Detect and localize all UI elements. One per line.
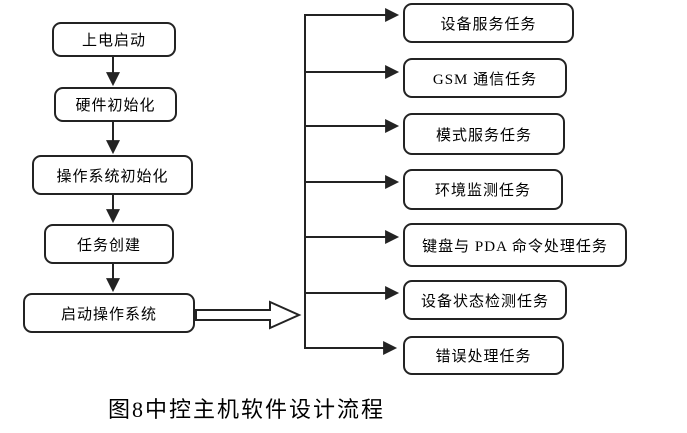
- figure-caption: 图8中控主机软件设计流程: [108, 397, 386, 422]
- flow-box-hardware-init: 硬件初始化: [54, 87, 177, 122]
- block-arrow: [195, 300, 302, 330]
- task-box-device-service: 设备服务任务: [403, 3, 574, 43]
- task-box-env-monitor: 环境监测任务: [403, 169, 563, 210]
- task-box-mode-service: 模式服务任务: [403, 113, 565, 155]
- task-box-device-status: 设备状态检测任务: [403, 280, 567, 320]
- flow-box-os-init: 操作系统初始化: [32, 155, 193, 195]
- flow-box-power-on-start: 上电启动: [52, 22, 176, 57]
- flow-box-start-os: 启动操作系统: [23, 293, 195, 333]
- flow-box-task-create: 任务创建: [44, 224, 174, 264]
- task-box-gsm-comm: GSM 通信任务: [403, 58, 567, 98]
- task-box-error-handling: 错误处理任务: [403, 336, 564, 375]
- task-box-keyboard-pda: 键盘与 PDA 命令处理任务: [403, 223, 627, 267]
